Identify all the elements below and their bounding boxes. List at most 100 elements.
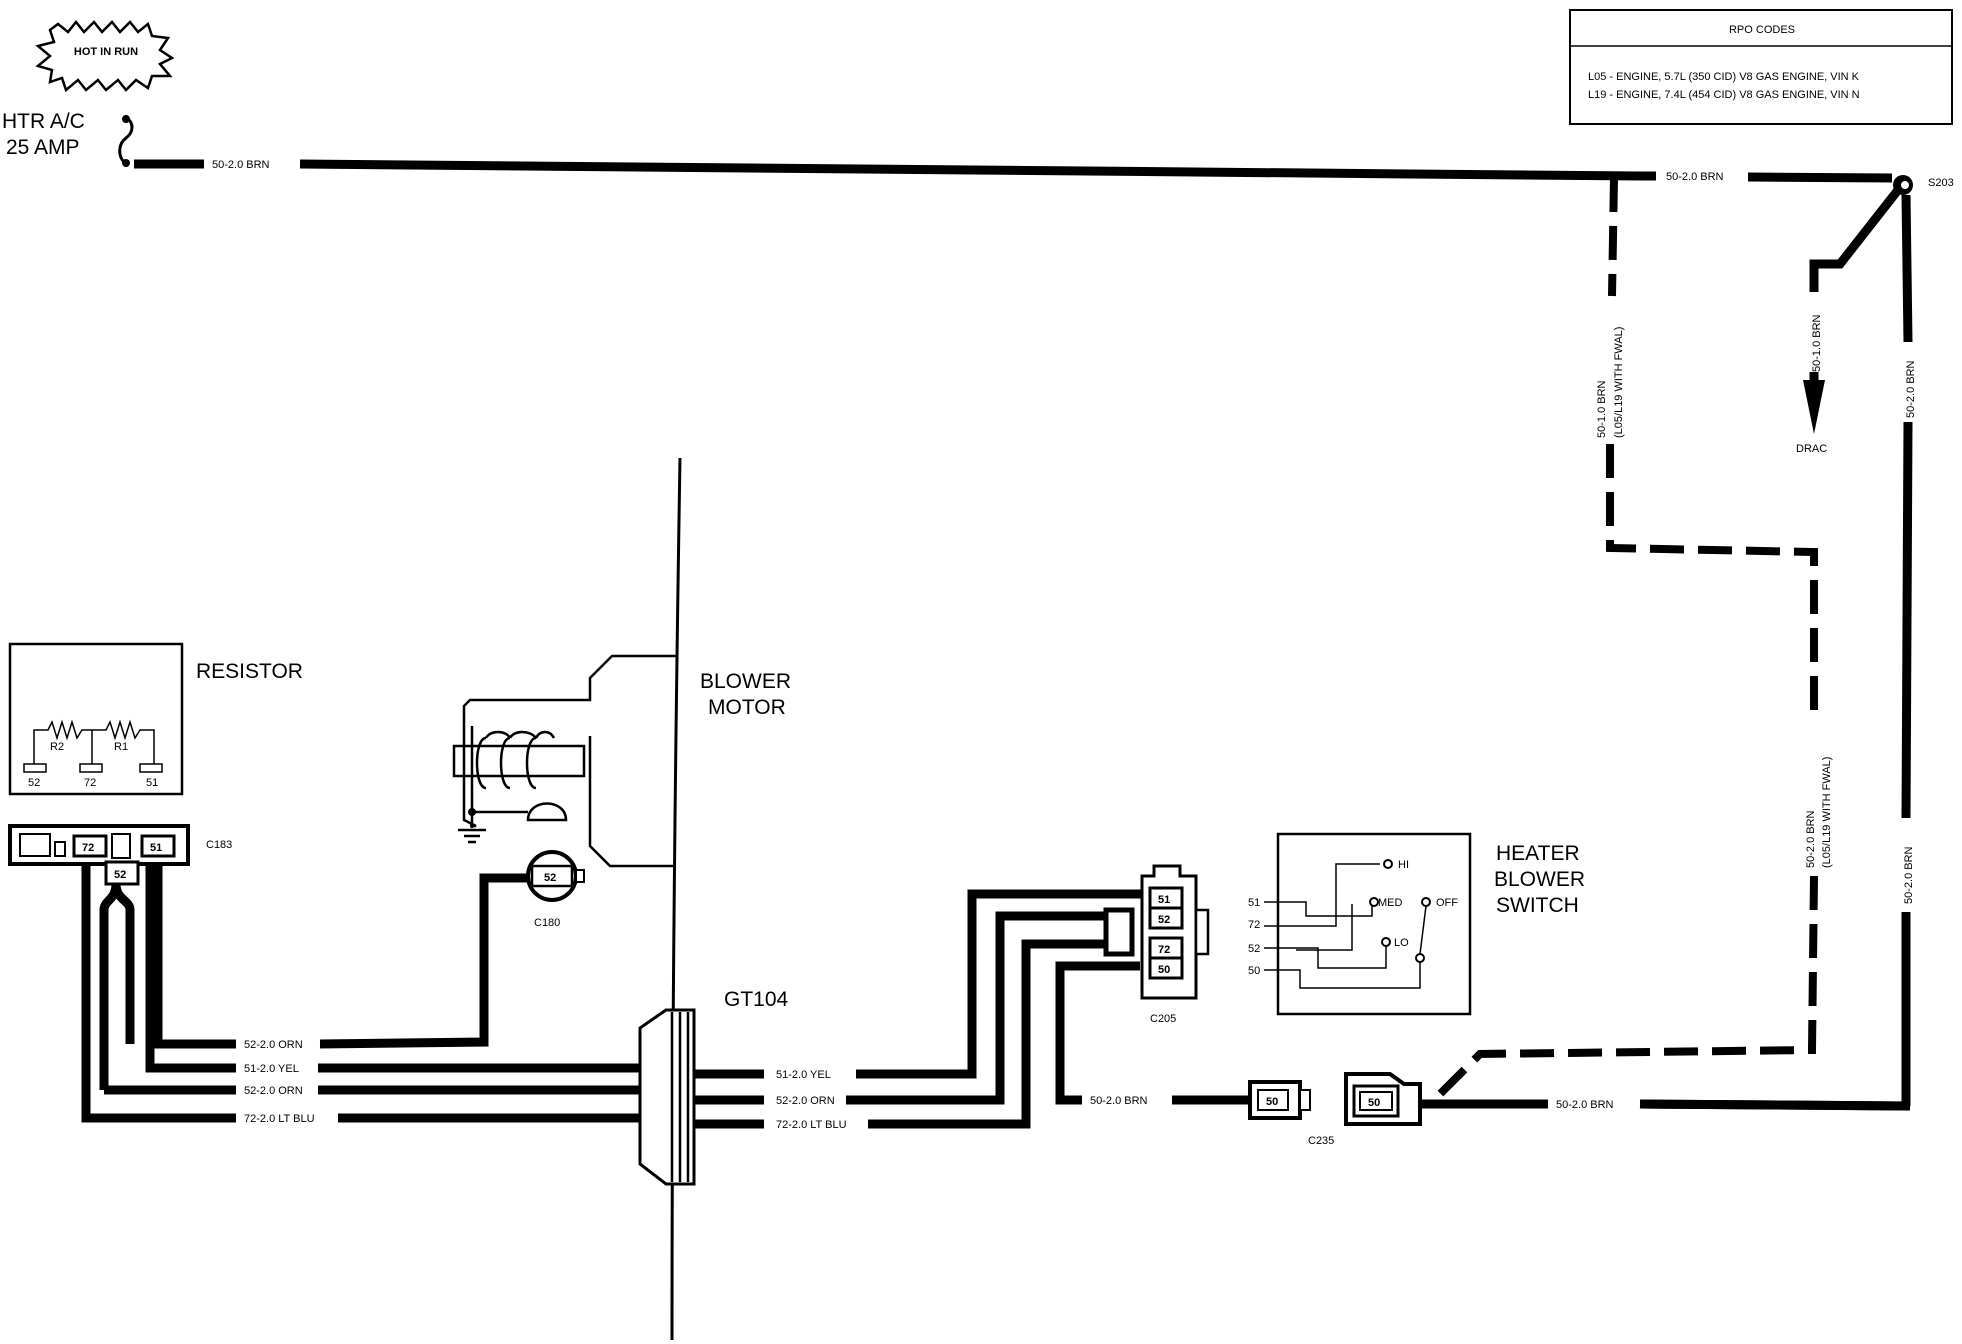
c183-gap — [111, 833, 131, 859]
switch-circuit-med — [1296, 904, 1353, 951]
wire-label-c205-50-brn: 50-2.0 BRN — [1090, 1095, 1148, 1107]
switch-pin-51: 51 — [1248, 897, 1260, 909]
wire-52-orn-right — [846, 911, 1106, 1105]
drac-branch: 50-1.0 BRN DRAC — [1796, 187, 1902, 455]
switch-label-2: BLOWER — [1494, 868, 1585, 891]
wire-segment — [1747, 172, 1893, 183]
wire-label-right-51-yel: 51-2.0 YEL — [776, 1069, 831, 1081]
switch-box — [1276, 832, 1472, 1016]
switch-pin-52: 52 — [1248, 943, 1260, 955]
wire-segment — [1901, 421, 1913, 819]
switch-wiper — [1419, 905, 1427, 955]
switch-label-3: SWITCH — [1496, 894, 1579, 917]
wire-segment — [1809, 187, 1902, 292]
s203-label: S203 — [1928, 177, 1954, 189]
gt104-label: GT104 — [724, 988, 789, 1011]
wire-51-yel — [145, 864, 236, 1073]
resistor-r2-label: R2 — [50, 741, 64, 753]
switch-contact-lo — [1381, 937, 1391, 947]
wire-label-drac: 50-1.0 BRN — [1811, 314, 1823, 372]
wire-segment — [299, 159, 1641, 181]
arrow-down-icon — [1803, 380, 1825, 434]
blower-housing-lower — [588, 736, 676, 868]
fuse-bottom-terminal — [122, 159, 130, 167]
blower-motor-label-2: MOTOR — [708, 696, 786, 719]
c205-pin-box-50 — [1148, 956, 1184, 980]
dashed-segment — [1608, 177, 1618, 297]
switch-pos-off: OFF — [1436, 897, 1458, 909]
c235-male-tab — [1299, 1089, 1311, 1111]
switch-circuit-51 — [1264, 901, 1373, 917]
connector-c235: 50 50 C235 — [1248, 1072, 1440, 1147]
hot-in-run-label: HOT IN RUN — [74, 46, 138, 58]
c183-slot — [19, 833, 51, 857]
switch-circuit-72 — [1264, 863, 1380, 927]
wire-segment — [319, 873, 528, 1049]
c180-pin-52: 52 — [544, 872, 556, 884]
switch-contact-off — [1421, 897, 1431, 907]
resistor-terminal-72 — [79, 763, 103, 773]
hot-in-run-badge: HOT IN RUN — [35, 19, 175, 93]
c235-female-pin-box — [1359, 1091, 1393, 1111]
switch-circuit-52 — [1264, 946, 1387, 969]
wire-72-ltblu-right — [868, 939, 1106, 1129]
right-harness-wires: 51-2.0 YEL 52-2.0 ORN 72-2.0 LT BLU 50-2… — [694, 889, 1250, 1131]
c205-side-tabs — [1194, 908, 1210, 956]
c205-pin-72: 72 — [1158, 944, 1170, 956]
resistor-box — [8, 642, 184, 796]
switch-pos-hi: HI — [1398, 859, 1409, 871]
connector-c205: 51 52 72 50 C205 — [1103, 864, 1210, 1025]
c235-female-pin-50: 50 — [1368, 1097, 1380, 1109]
switch-contact-med — [1369, 897, 1379, 907]
blower-coil-1 — [475, 736, 487, 790]
c183-pin-52: 52 — [114, 869, 126, 881]
splice-s203: S203 — [1893, 175, 1954, 195]
wire-label-right-72-ltblu: 72-2.0 LT BLU — [776, 1119, 847, 1131]
switch-pin-50: 50 — [1248, 965, 1260, 977]
wire-72-ltblu — [81, 864, 236, 1123]
c205-pin-box-52 — [1148, 906, 1184, 930]
resistor-pin-51: 51 — [146, 777, 158, 789]
resistor-terminal-52 — [23, 763, 47, 773]
wire-label-dashed-top-1: 50-1.0 BRN — [1596, 380, 1608, 438]
rpo-box-outline — [1569, 9, 1953, 125]
right-vertical-wire: 50-2.0 BRN 50-2.0 BRN — [1639, 194, 1917, 1111]
c183-pin-51: 51 — [150, 842, 162, 854]
gt104-body — [638, 1008, 696, 1186]
resistor-label: RESISTOR — [196, 660, 303, 683]
c205-pin-51: 51 — [1158, 894, 1170, 906]
connector-c180: 52 C180 — [526, 850, 585, 929]
wire-label-dashed-mid-2: (L05/L19 WITH FWAL) — [1821, 757, 1833, 868]
drac-label: DRAC — [1796, 443, 1827, 455]
dashed-segment — [1437, 875, 1818, 1097]
resistor-pin-52: 52 — [28, 777, 40, 789]
starburst-shape — [35, 19, 175, 93]
c205-pin-50: 50 — [1158, 964, 1170, 976]
resistor-component: RESISTOR R2 R1 52 72 51 — [8, 642, 303, 796]
wire-52-loop-b — [99, 883, 121, 1090]
c183-pin-box-51 — [140, 834, 176, 858]
resistor-terminal-51 — [139, 763, 163, 773]
wire-label-dashed-mid-1: 50-2.0 BRN — [1805, 810, 1817, 868]
blower-coil-2 — [499, 736, 511, 790]
wire-label-right-vertical-bottom: 50-2.0 BRN — [1903, 846, 1915, 904]
switch-wiper-pivot — [1415, 953, 1425, 963]
rpo-line2: L19 - ENGINE, 7.4L (454 CID) V8 GAS ENGI… — [1588, 89, 1860, 101]
c180-pin-box — [530, 864, 574, 888]
bulkhead-line — [670, 457, 682, 1341]
switch-pin-72: 72 — [1248, 919, 1260, 931]
wire-52-orn-a — [153, 864, 236, 1049]
c205-label: C205 — [1150, 1013, 1176, 1025]
switch-circuit-50 — [1264, 958, 1421, 989]
c235-male-pin-box — [1257, 1089, 1289, 1111]
rpo-title: RPO CODES — [1729, 24, 1795, 36]
wire-segment — [1901, 194, 1913, 343]
wire-label-left-72-ltblu: 72-2.0 LT BLU — [244, 1113, 315, 1125]
c183-pin-box-72 — [72, 834, 108, 858]
heater-blower-switch: HEATER BLOWER SWITCH 51 72 52 50 HI MED … — [1248, 832, 1585, 1016]
wire-label-right-52-orn: 52-2.0 ORN — [776, 1095, 835, 1107]
blower-coil-top — [484, 730, 556, 739]
wire-label-bottom-50-brn: 50-2.0 BRN — [1556, 1099, 1614, 1111]
switch-pos-lo: LO — [1394, 937, 1409, 949]
